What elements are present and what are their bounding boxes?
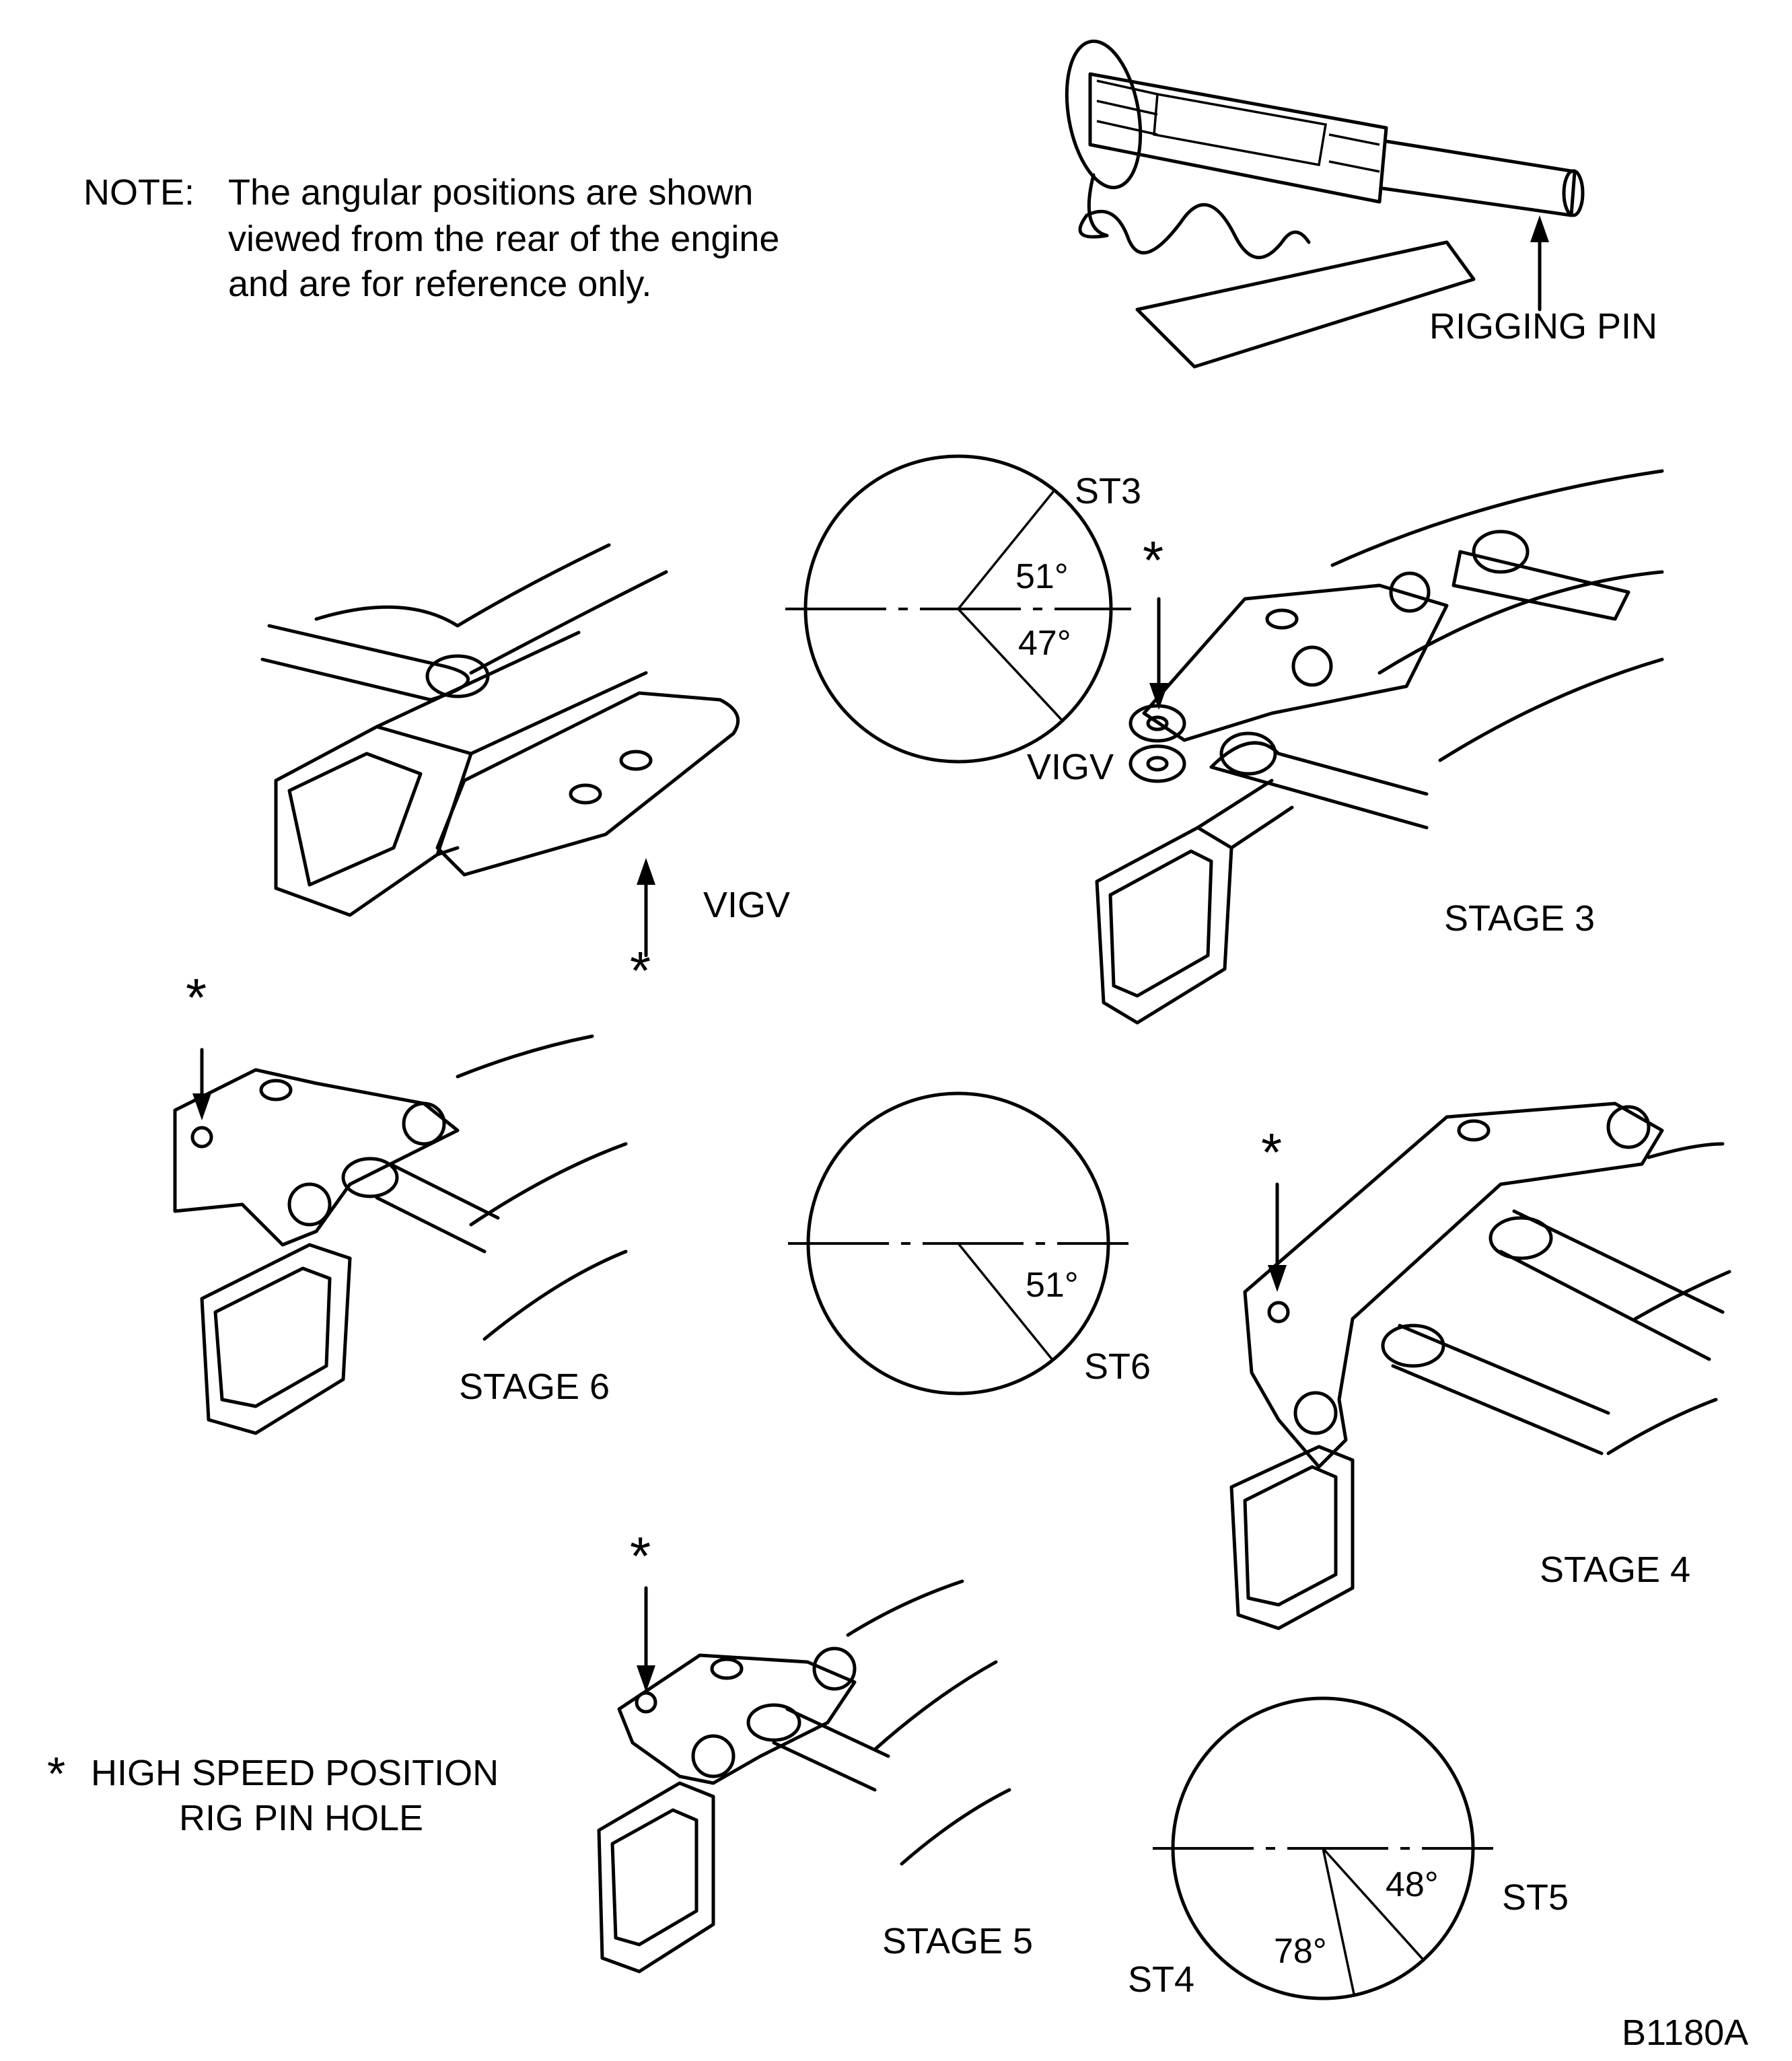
stage3-assembly: * VIGV STAGE 3 [1027, 469, 1664, 1025]
angle-diagram-st3: 51° 47° ST3 [785, 454, 1141, 764]
vigv-st3-label: VIGV [1027, 747, 1114, 787]
angle-ray [1322, 1848, 1356, 1996]
angle-ray [957, 489, 1056, 610]
stage-angle-label: ST4 [1128, 1959, 1194, 2000]
note-line-2: viewed from the rear of the engine [228, 219, 779, 259]
legend-line-2: RIG PIN HOLE [179, 1798, 423, 1838]
note-line-1: The angular positions are shown [228, 172, 753, 213]
rigging-pin-illustration: RIGGING PIN [1065, 39, 1657, 369]
stage6-assembly: * STAGE 6 [173, 968, 628, 1435]
stage-angle-label: ST3 [1075, 471, 1141, 511]
angle-label: 78° [1274, 1932, 1327, 1971]
legend-asterisk: * [47, 1747, 65, 1800]
asterisk-stage6: * [186, 968, 207, 1027]
stage3-label: STAGE 3 [1444, 898, 1595, 939]
angle-label: 48° [1386, 1865, 1439, 1904]
figure-id: B1180A [1622, 2013, 1748, 2053]
stage-angle-label: ST5 [1502, 1877, 1569, 1918]
angle-label: 51° [1026, 1266, 1079, 1305]
stage6-label: STAGE 6 [459, 1367, 610, 1407]
angle-label: 47° [1018, 624, 1071, 663]
stage4-assembly: * STAGE 4 [1229, 1101, 1731, 1630]
angle-ray [957, 1242, 1054, 1361]
asterisk-stage4: * [1261, 1122, 1282, 1182]
asterisk-stage3: * [1143, 530, 1163, 590]
stage4-label: STAGE 4 [1540, 1550, 1690, 1590]
angle-label: 51° [1015, 557, 1069, 596]
angle-ray [957, 608, 1064, 722]
legend-line-1: HIGH SPEED POSITION [91, 1753, 499, 1793]
stage5-label: STAGE 5 [882, 1921, 1033, 1961]
angle-diagram-st6: 51° ST6 [788, 1091, 1151, 1396]
note-line-3: and are for reference only. [228, 264, 651, 304]
angle-ray [1322, 1847, 1425, 1961]
vigv-label: VIGV [703, 885, 790, 925]
stage5-assembly: * STAGE 5 [597, 1526, 1033, 1974]
note: NOTE: The angular positions are shown vi… [83, 172, 779, 304]
vigv-assembly: * VIGV [260, 543, 790, 1001]
asterisk-stage5: * [630, 1526, 651, 1586]
rigging-pin-label: RIGGING PIN [1429, 306, 1657, 347]
stage-angle-label: ST6 [1084, 1346, 1151, 1387]
legend: * HIGH SPEED POSITION RIG PIN HOLE [47, 1747, 499, 1838]
note-label: NOTE: [83, 172, 194, 213]
asterisk-vigv: * [630, 941, 651, 1001]
